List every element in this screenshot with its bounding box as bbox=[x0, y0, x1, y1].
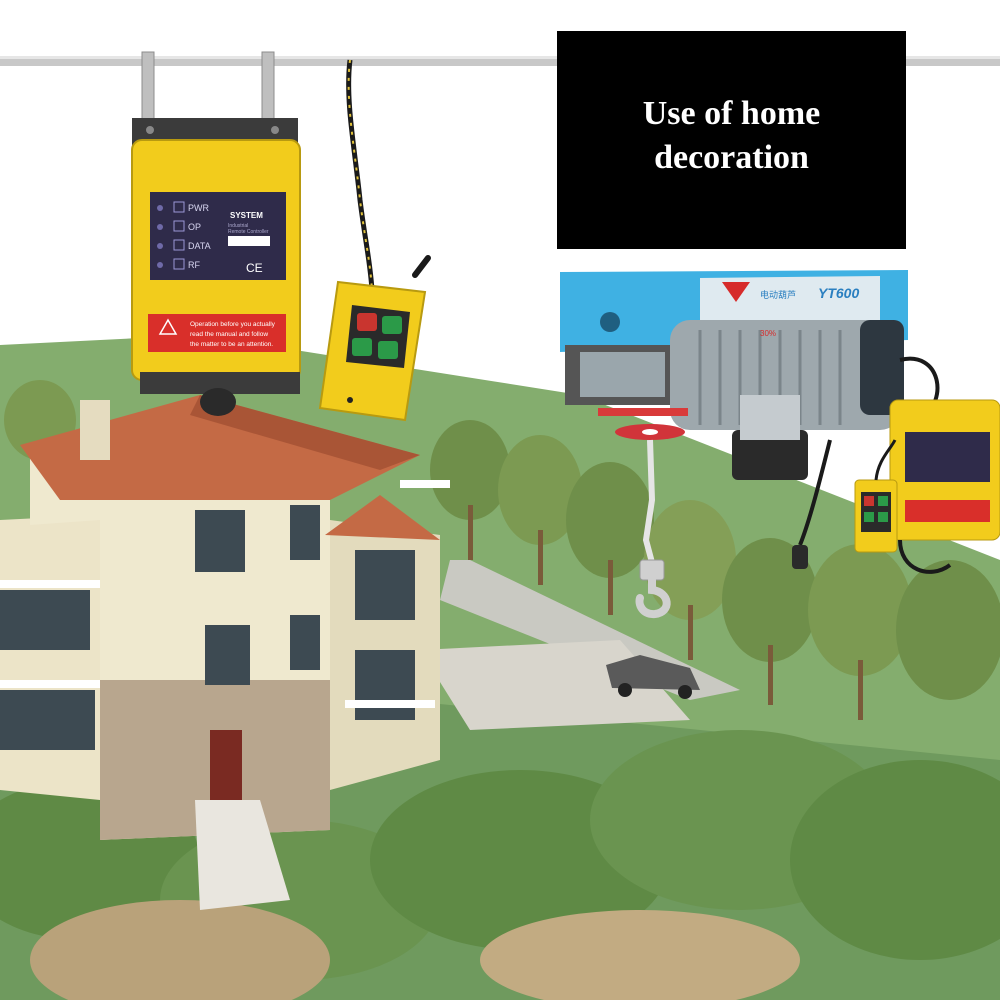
ce-mark-icon: CE bbox=[246, 261, 263, 275]
warning-line-1: Operation before you actually bbox=[190, 321, 276, 328]
remote-small-icon bbox=[854, 439, 898, 553]
caption-line-1: Use of home bbox=[642, 95, 821, 132]
hoist-percent: 30% bbox=[760, 329, 776, 338]
indicator-label-rf: RF bbox=[188, 260, 200, 270]
warning-line-2: read the manual and follow bbox=[190, 331, 268, 338]
indicator-label-data: DATA bbox=[188, 241, 211, 251]
indicator-label-op: OP bbox=[188, 222, 201, 232]
receiver-subtitle-1: Industrial bbox=[228, 223, 248, 229]
handheld-remote-icon bbox=[318, 59, 431, 422]
receiver-subtitle-2: Remote Controller bbox=[228, 229, 269, 235]
mounting-bracket bbox=[132, 51, 298, 146]
warning-line-3: the matter to be an attention. bbox=[190, 341, 273, 348]
power-plug bbox=[792, 545, 808, 569]
warning-triangle-icon bbox=[158, 318, 178, 335]
villa bbox=[0, 395, 450, 910]
receiver-small-icon bbox=[889, 399, 1000, 574]
receiver-brand: SYSTEM bbox=[230, 211, 263, 220]
hoist-brand-cn: 电动葫芦 bbox=[760, 289, 796, 300]
hoist-model: YT600 bbox=[818, 285, 859, 301]
tree-row bbox=[4, 380, 1000, 720]
parked-car bbox=[606, 655, 700, 699]
electric-hoist-icon bbox=[560, 270, 908, 571]
caption-text: Use of home decoration bbox=[602, 92, 862, 180]
caption-line-2: decoration bbox=[654, 139, 809, 176]
indicator-label-pwr: PWR bbox=[188, 203, 209, 213]
foreground-shrubs bbox=[0, 730, 1000, 1000]
power-cable bbox=[798, 439, 832, 546]
crane-hook-icon bbox=[635, 559, 671, 619]
caption-box: Use of home decoration bbox=[557, 31, 906, 249]
crane-receiver-icon bbox=[131, 139, 301, 416]
overhead-beam bbox=[0, 56, 1000, 66]
